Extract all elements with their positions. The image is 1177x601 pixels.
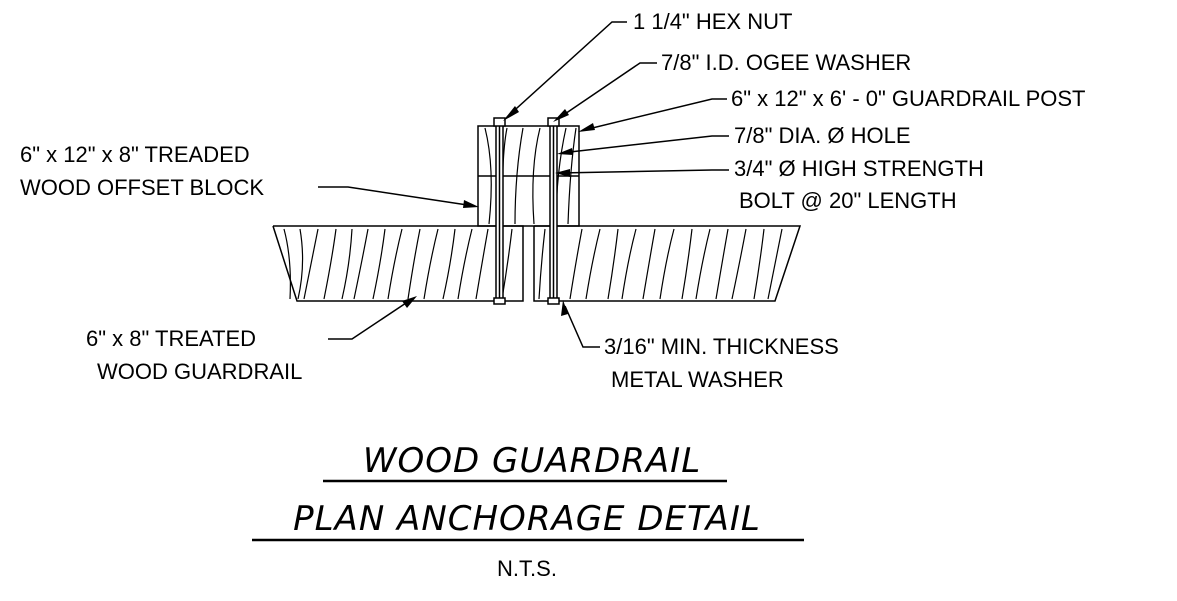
label-offset-line1: 6" x 12" x 8" TREADED: [20, 142, 250, 167]
label-post: 6" x 12" x 6' - 0" GUARDRAIL POST: [731, 86, 1085, 111]
leader-hex-nut: [503, 21, 627, 121]
bolt-right: [547, 117, 560, 305]
leader-ogee-washer: [553, 62, 657, 122]
label-bolt-line2: BOLT @ 20" LENGTH: [739, 188, 957, 213]
title-line1: WOOD GUARDRAIL: [363, 441, 701, 481]
guardrail-post: [477, 125, 580, 227]
label-offset-line2: WOOD OFFSET BLOCK: [20, 175, 264, 200]
scale-note: N.T.S.: [497, 556, 557, 581]
leader-guardrail: [328, 296, 417, 340]
leader-bolt: [555, 169, 729, 177]
wood-guardrail-rail: [272, 225, 802, 302]
label-hex-nut: 1 1/4" HEX NUT: [633, 9, 792, 34]
leader-post: [578, 98, 727, 132]
leader-metal-washer: [561, 300, 600, 348]
bolt-left: [493, 117, 506, 305]
label-washer-line1: 3/16" MIN. THICKNESS: [604, 334, 839, 359]
label-ogee-washer: 7/8" I.D. OGEE WASHER: [661, 50, 911, 75]
label-guardrail-line2: WOOD GUARDRAIL: [97, 359, 302, 384]
label-guardrail-line1: 6" x 8" TREATED: [86, 326, 256, 351]
leader-offset-block: [318, 186, 479, 208]
leader-hole: [557, 135, 729, 155]
label-washer-line2: METAL WASHER: [611, 367, 784, 392]
title-line2: PLAN ANCHORAGE DETAIL: [293, 499, 761, 539]
rail-wood-grain: [283, 228, 783, 300]
label-bolt-line1: 3/4" Ø HIGH STRENGTH: [734, 156, 984, 181]
label-hole: 7/8" DIA. Ø HOLE: [734, 123, 911, 148]
